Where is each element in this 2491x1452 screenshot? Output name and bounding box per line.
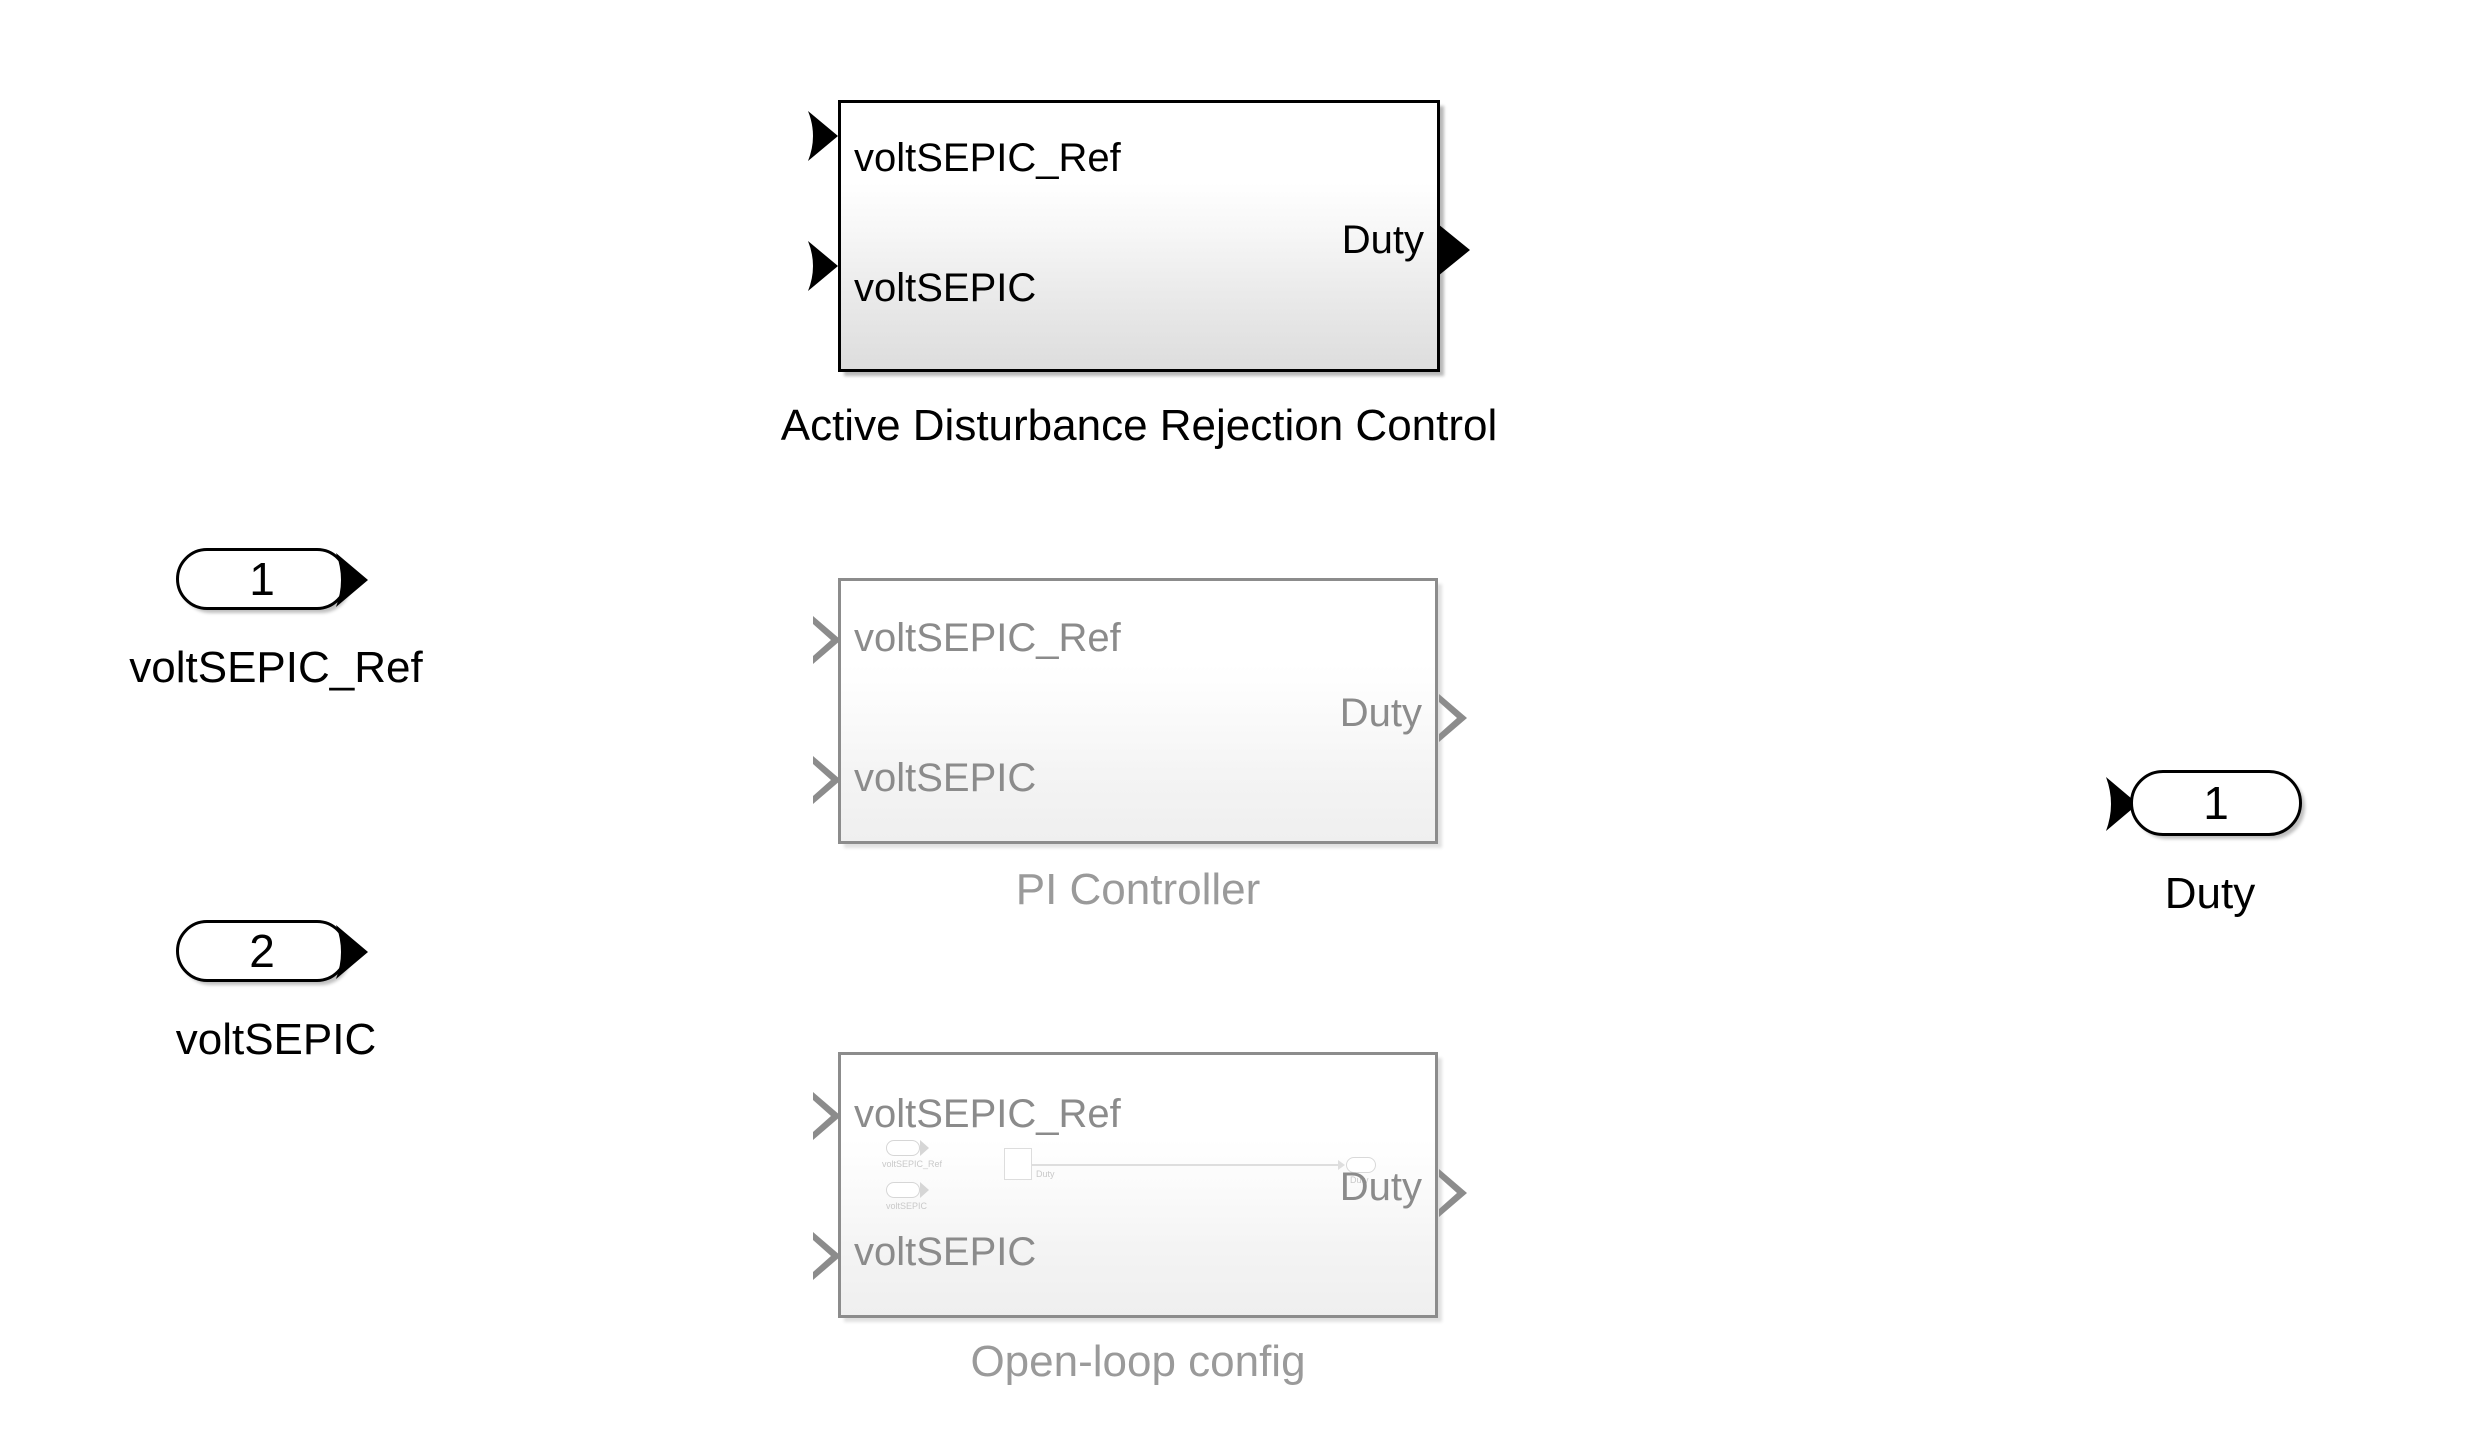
inport-caption-voltsepic: voltSEPIC [175, 1015, 377, 1064]
input-port-arrow-voltsepic[interactable] [810, 752, 844, 808]
block-caption-pi-controller: PI Controller [1015, 865, 1261, 914]
block-input-label-voltsepic-ref: voltSEPIC_Ref [854, 616, 1121, 660]
block-input-label-voltsepic: voltSEPIC [854, 1230, 1037, 1274]
input-port-arrow-voltsepic-ref[interactable] [810, 1088, 844, 1144]
preview-inport-tip-2 [920, 1182, 929, 1198]
inport-number: 1 [249, 553, 275, 605]
output-port-arrow-duty[interactable] [1436, 690, 1470, 746]
block-open-loop-config[interactable]: voltSEPIC_Ref voltSEPIC Duty Duty voltSE… [838, 1052, 1438, 1318]
outport-shape: 1 [2130, 770, 2302, 836]
preview-inport-label-voltsepic: voltSEPIC [886, 1201, 928, 1211]
block-output-label-duty: Duty [1339, 1165, 1422, 1209]
outport-caption-duty: Duty [2164, 869, 2256, 918]
preview-inport-label-voltsepic-ref: voltSEPIC_Ref [882, 1159, 943, 1169]
outport-input-arrow[interactable] [2104, 774, 2140, 834]
preview-inport-shape-1 [886, 1140, 920, 1156]
output-port-arrow-duty[interactable] [1436, 1165, 1470, 1221]
inport-voltsepic[interactable]: 2 [176, 920, 376, 984]
outport-number: 1 [2203, 777, 2229, 829]
input-port-arrow-voltsepic[interactable] [810, 1228, 844, 1284]
preview-signal-arrowhead [1338, 1160, 1345, 1170]
block-input-label-voltsepic-ref: voltSEPIC_Ref [854, 136, 1121, 180]
outport-duty[interactable]: 1 [2104, 770, 2314, 838]
block-output-label-duty: Duty [1341, 218, 1424, 262]
block-body [838, 578, 1438, 844]
inport-number: 2 [249, 925, 275, 977]
input-port-arrow-voltsepic-ref[interactable] [806, 108, 840, 164]
block-body [838, 1052, 1438, 1318]
preview-signal-line [1032, 1164, 1342, 1166]
block-caption-adrc: Active Disturbance Rejection Control [780, 401, 1498, 450]
block-output-label-duty: Duty [1339, 691, 1422, 735]
input-port-arrow-voltsepic-ref[interactable] [810, 612, 844, 668]
block-body [838, 100, 1440, 372]
inport-caption-voltsepic-ref: voltSEPIC_Ref [129, 643, 423, 692]
preview-gain-block [1004, 1148, 1032, 1180]
block-input-label-voltsepic: voltSEPIC [854, 756, 1037, 800]
inport-output-arrow[interactable] [334, 550, 370, 610]
block-caption-open-loop-config: Open-loop config [970, 1337, 1306, 1386]
preview-gain-label-duty: Duty [1036, 1169, 1055, 1179]
inport-voltsepic-ref[interactable]: 1 [176, 548, 376, 612]
inport-shape: 1 [176, 548, 348, 610]
output-port-arrow-duty[interactable] [1438, 222, 1472, 278]
preview-outport-label-duty: Duty [1350, 1175, 1369, 1185]
preview-inport-shape-2 [886, 1182, 920, 1198]
preview-inport-tip-1 [920, 1140, 929, 1156]
input-port-arrow-voltsepic[interactable] [806, 238, 840, 294]
preview-outport-shape [1346, 1157, 1376, 1173]
subsystem-preview: voltSEPIC_Ref voltSEPIC Duty Duty [838, 1052, 1438, 1318]
inport-output-arrow[interactable] [334, 922, 370, 982]
block-input-label-voltsepic: voltSEPIC [854, 266, 1037, 310]
block-pi-controller[interactable]: voltSEPIC_Ref voltSEPIC Duty [838, 578, 1438, 844]
block-input-label-voltsepic-ref: voltSEPIC_Ref [854, 1092, 1121, 1136]
inport-shape: 2 [176, 920, 348, 982]
block-active-disturbance-rejection-control[interactable]: voltSEPIC_Ref voltSEPIC Duty [838, 100, 1440, 372]
